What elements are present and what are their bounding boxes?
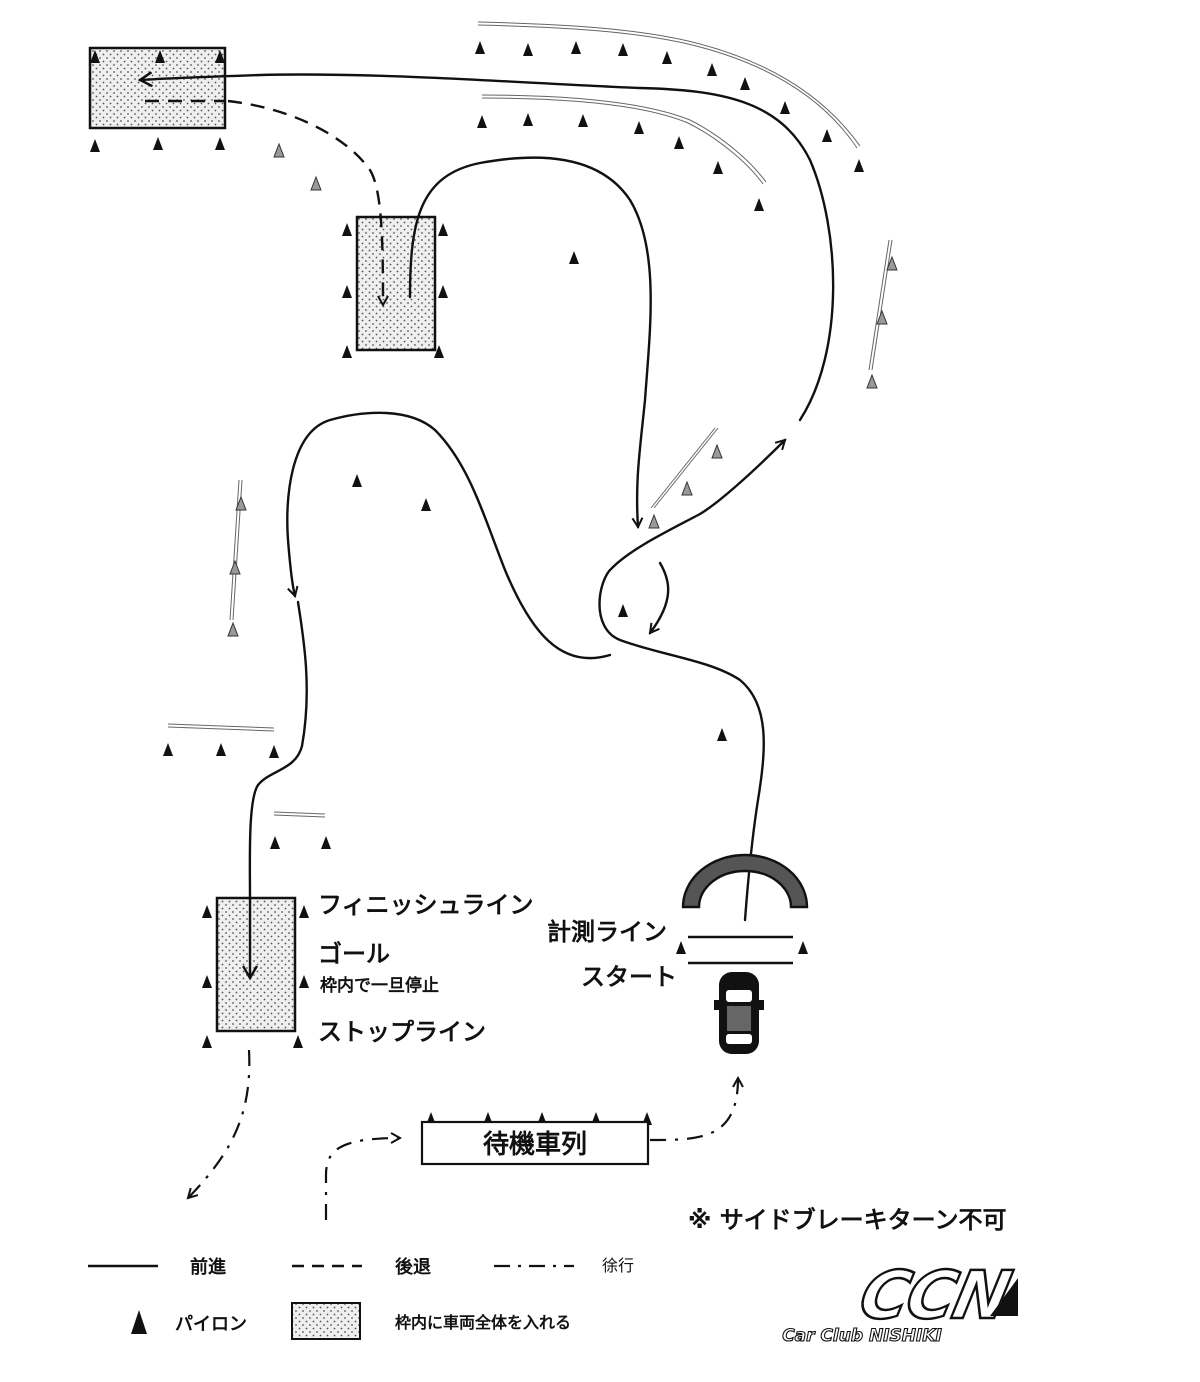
logo-main: CCN [853,1257,1017,1334]
pylon-icon [876,310,888,325]
pylon-icon [202,975,212,988]
pylon-icon [578,114,588,127]
finish-line-label: フィニッシュライン [318,891,534,919]
pylon-icon [523,43,533,56]
pylon-icon [634,121,644,134]
goal-label: ゴール [318,940,390,968]
legend-pylon-icon [131,1310,147,1334]
pylon-icon [717,728,727,741]
arch-gate-icon [681,853,809,909]
side-brake-note: ※ サイドブレーキターン不可 [688,1206,1007,1234]
pylon-icon [299,975,309,988]
pylon-icon [798,941,808,954]
pylon-icon [707,63,717,76]
ccn-logo: CCN Car Club NISHIKI [782,1255,1019,1346]
pylon-icon [321,836,331,849]
pylon-icon [780,101,790,114]
pylon-icon [854,159,864,172]
pylon-icon [273,143,285,158]
pylon-icon [475,41,485,54]
goal-note-label: 枠内で一旦停止 [320,975,439,996]
measure-line-label: 計測ライン [547,918,667,946]
pylon-icon [662,51,672,64]
pylon-icon [866,374,878,389]
pylon-icon [269,745,279,758]
legend-forward-label: 前進 [190,1256,226,1278]
pylon-icon [310,176,322,191]
pylon-icon [421,498,431,511]
pylon-icon [438,285,448,298]
legend-reverse-label: 後退 [395,1256,431,1278]
logo-wedge [990,1278,1018,1316]
pylon-icon [202,1035,212,1048]
pylon-icon [674,136,684,149]
waiting-queue-label: 待機車列 [483,1130,587,1160]
pylon-icon [676,941,686,954]
pylon-icon [713,161,723,174]
logo-sub: Car Club NISHIKI [782,1326,942,1346]
pylon-icon [163,743,173,756]
pylon-icon [681,481,693,496]
parking-box-middle [355,215,437,352]
pylon-icon [293,1035,303,1048]
legend-box-swatch [291,1302,361,1340]
pylon-icon [571,41,581,54]
pylon-icon [618,43,628,56]
legend-pylon-label: パイロン [175,1314,247,1335]
pylon-icon [216,743,226,756]
legend-box-label: 枠内に車両全体を入れる [395,1313,571,1332]
pylon-icon [227,622,239,637]
legend: 前進 後退 徐行 パイロン 枠内に車両全体を入れる [88,1256,634,1340]
pylon-icon [270,836,280,849]
pylon-icon [342,285,352,298]
pylon-icon [740,77,750,90]
goal-box [215,896,297,1033]
reverse-route [145,99,383,305]
pylon-icon [153,137,163,150]
pylon-icon [352,474,362,487]
legend-slow-label: 徐行 [602,1256,634,1275]
start-label: スタート [581,963,677,991]
guide-lines [167,21,893,818]
car-icon [714,972,764,1054]
pylon-icon [90,139,100,152]
pylon-icon [754,198,764,211]
pylon-icon [569,251,579,264]
pylon-icon [477,115,487,128]
slow-route [188,1049,738,1220]
pylon-icon [648,514,660,529]
pylon-icon [202,905,212,918]
pylon-icon [822,129,832,142]
forward-route [140,74,835,978]
pylon-icon [523,113,533,126]
pylon-icon [711,444,723,459]
pylon-icon [438,223,448,236]
pylon-icon [342,223,352,236]
pylon-icon [342,345,352,358]
waiting-queue-box [420,1120,650,1166]
stop-line-label: ストップライン [318,1018,486,1046]
pylon-icon [618,604,628,617]
pylon-icon [299,905,309,918]
pylon-icon [215,137,225,150]
pylon-icon [229,560,241,575]
